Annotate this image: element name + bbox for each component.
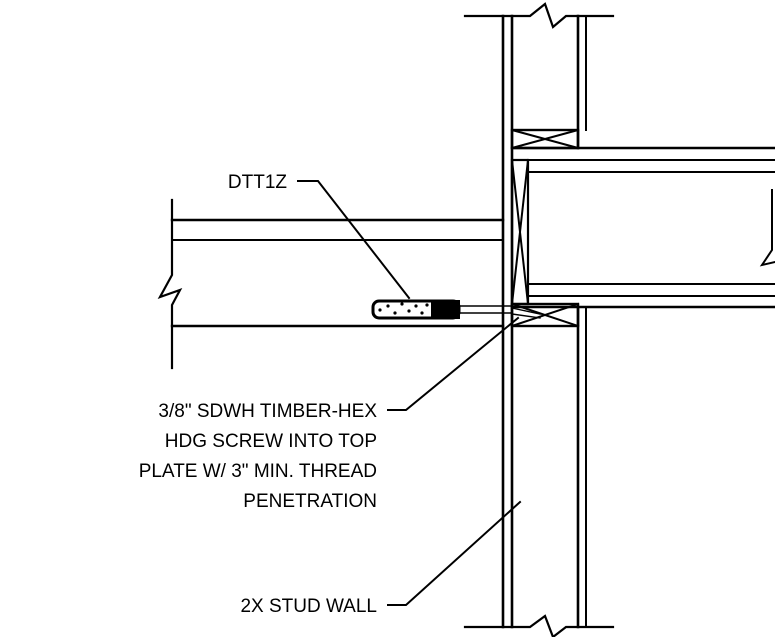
rim-block	[510, 158, 530, 306]
timber-hex-screw	[458, 305, 541, 319]
label-screw-line-2: HDG SCREW INTO TOP	[165, 431, 377, 452]
leader-screw	[387, 316, 520, 411]
label-wall: 2X STUD WALL	[240, 596, 377, 617]
bottom-break-line	[463, 614, 615, 637]
top-break-line	[463, 2, 615, 29]
leader-lines	[297, 180, 522, 606]
leader-wall	[387, 500, 522, 606]
left-break-line	[157, 198, 183, 370]
label-connector: DTT1Z	[228, 172, 288, 193]
dtt1z-tension-tie	[371, 299, 461, 320]
label-screw-line-3: PLATE W/ 3" MIN. THREAD	[139, 461, 377, 482]
floor-joist-right	[510, 146, 775, 309]
leader-connector	[297, 180, 411, 300]
deck-beam-left	[157, 198, 505, 370]
stud-wall	[463, 2, 615, 637]
label-screw-line-4: PENETRATION	[243, 491, 377, 512]
label-screw-line-1: 3/8" SDWH TIMBER-HEX	[158, 401, 377, 422]
top-plate-upper	[510, 128, 580, 150]
